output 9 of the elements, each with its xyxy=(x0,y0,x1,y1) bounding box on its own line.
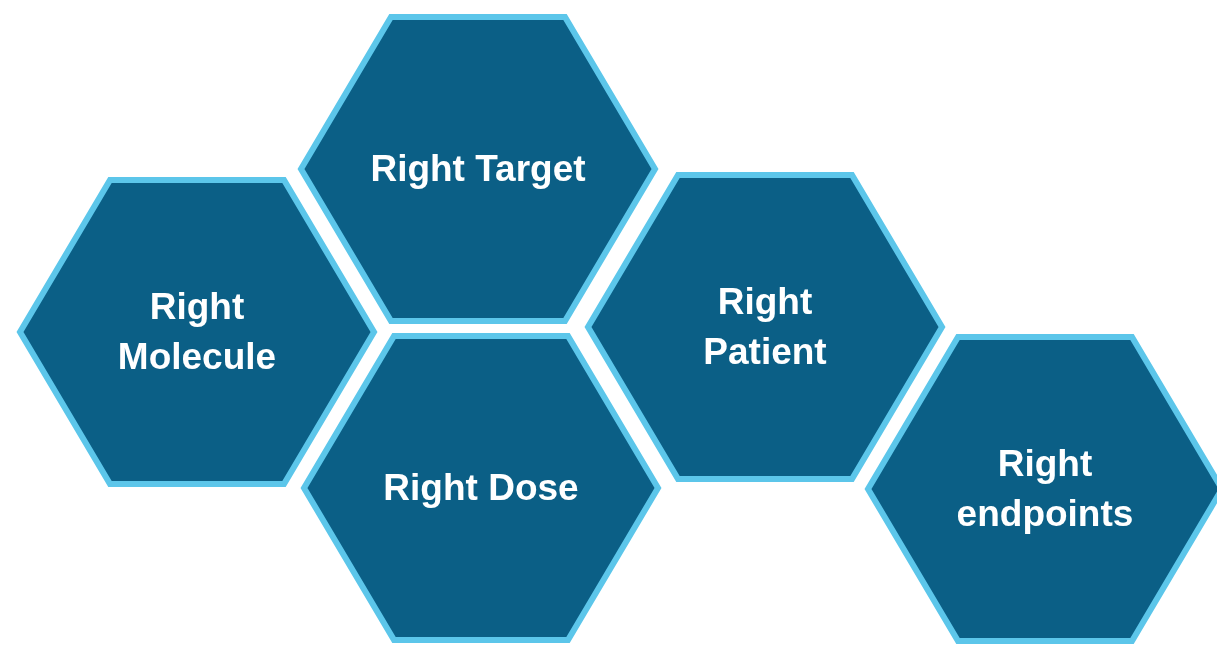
hexagon-node xyxy=(300,332,662,644)
hexagon-node xyxy=(864,333,1217,645)
hexagon-node xyxy=(297,13,659,325)
node-label: Right Target xyxy=(369,147,587,191)
node-label: Right Molecule xyxy=(116,285,278,379)
node-label: Right Patient xyxy=(702,280,828,374)
node-label: Right Dose xyxy=(382,466,580,510)
node-label: Right endpoints xyxy=(955,442,1135,536)
hexagon-node xyxy=(584,171,946,483)
